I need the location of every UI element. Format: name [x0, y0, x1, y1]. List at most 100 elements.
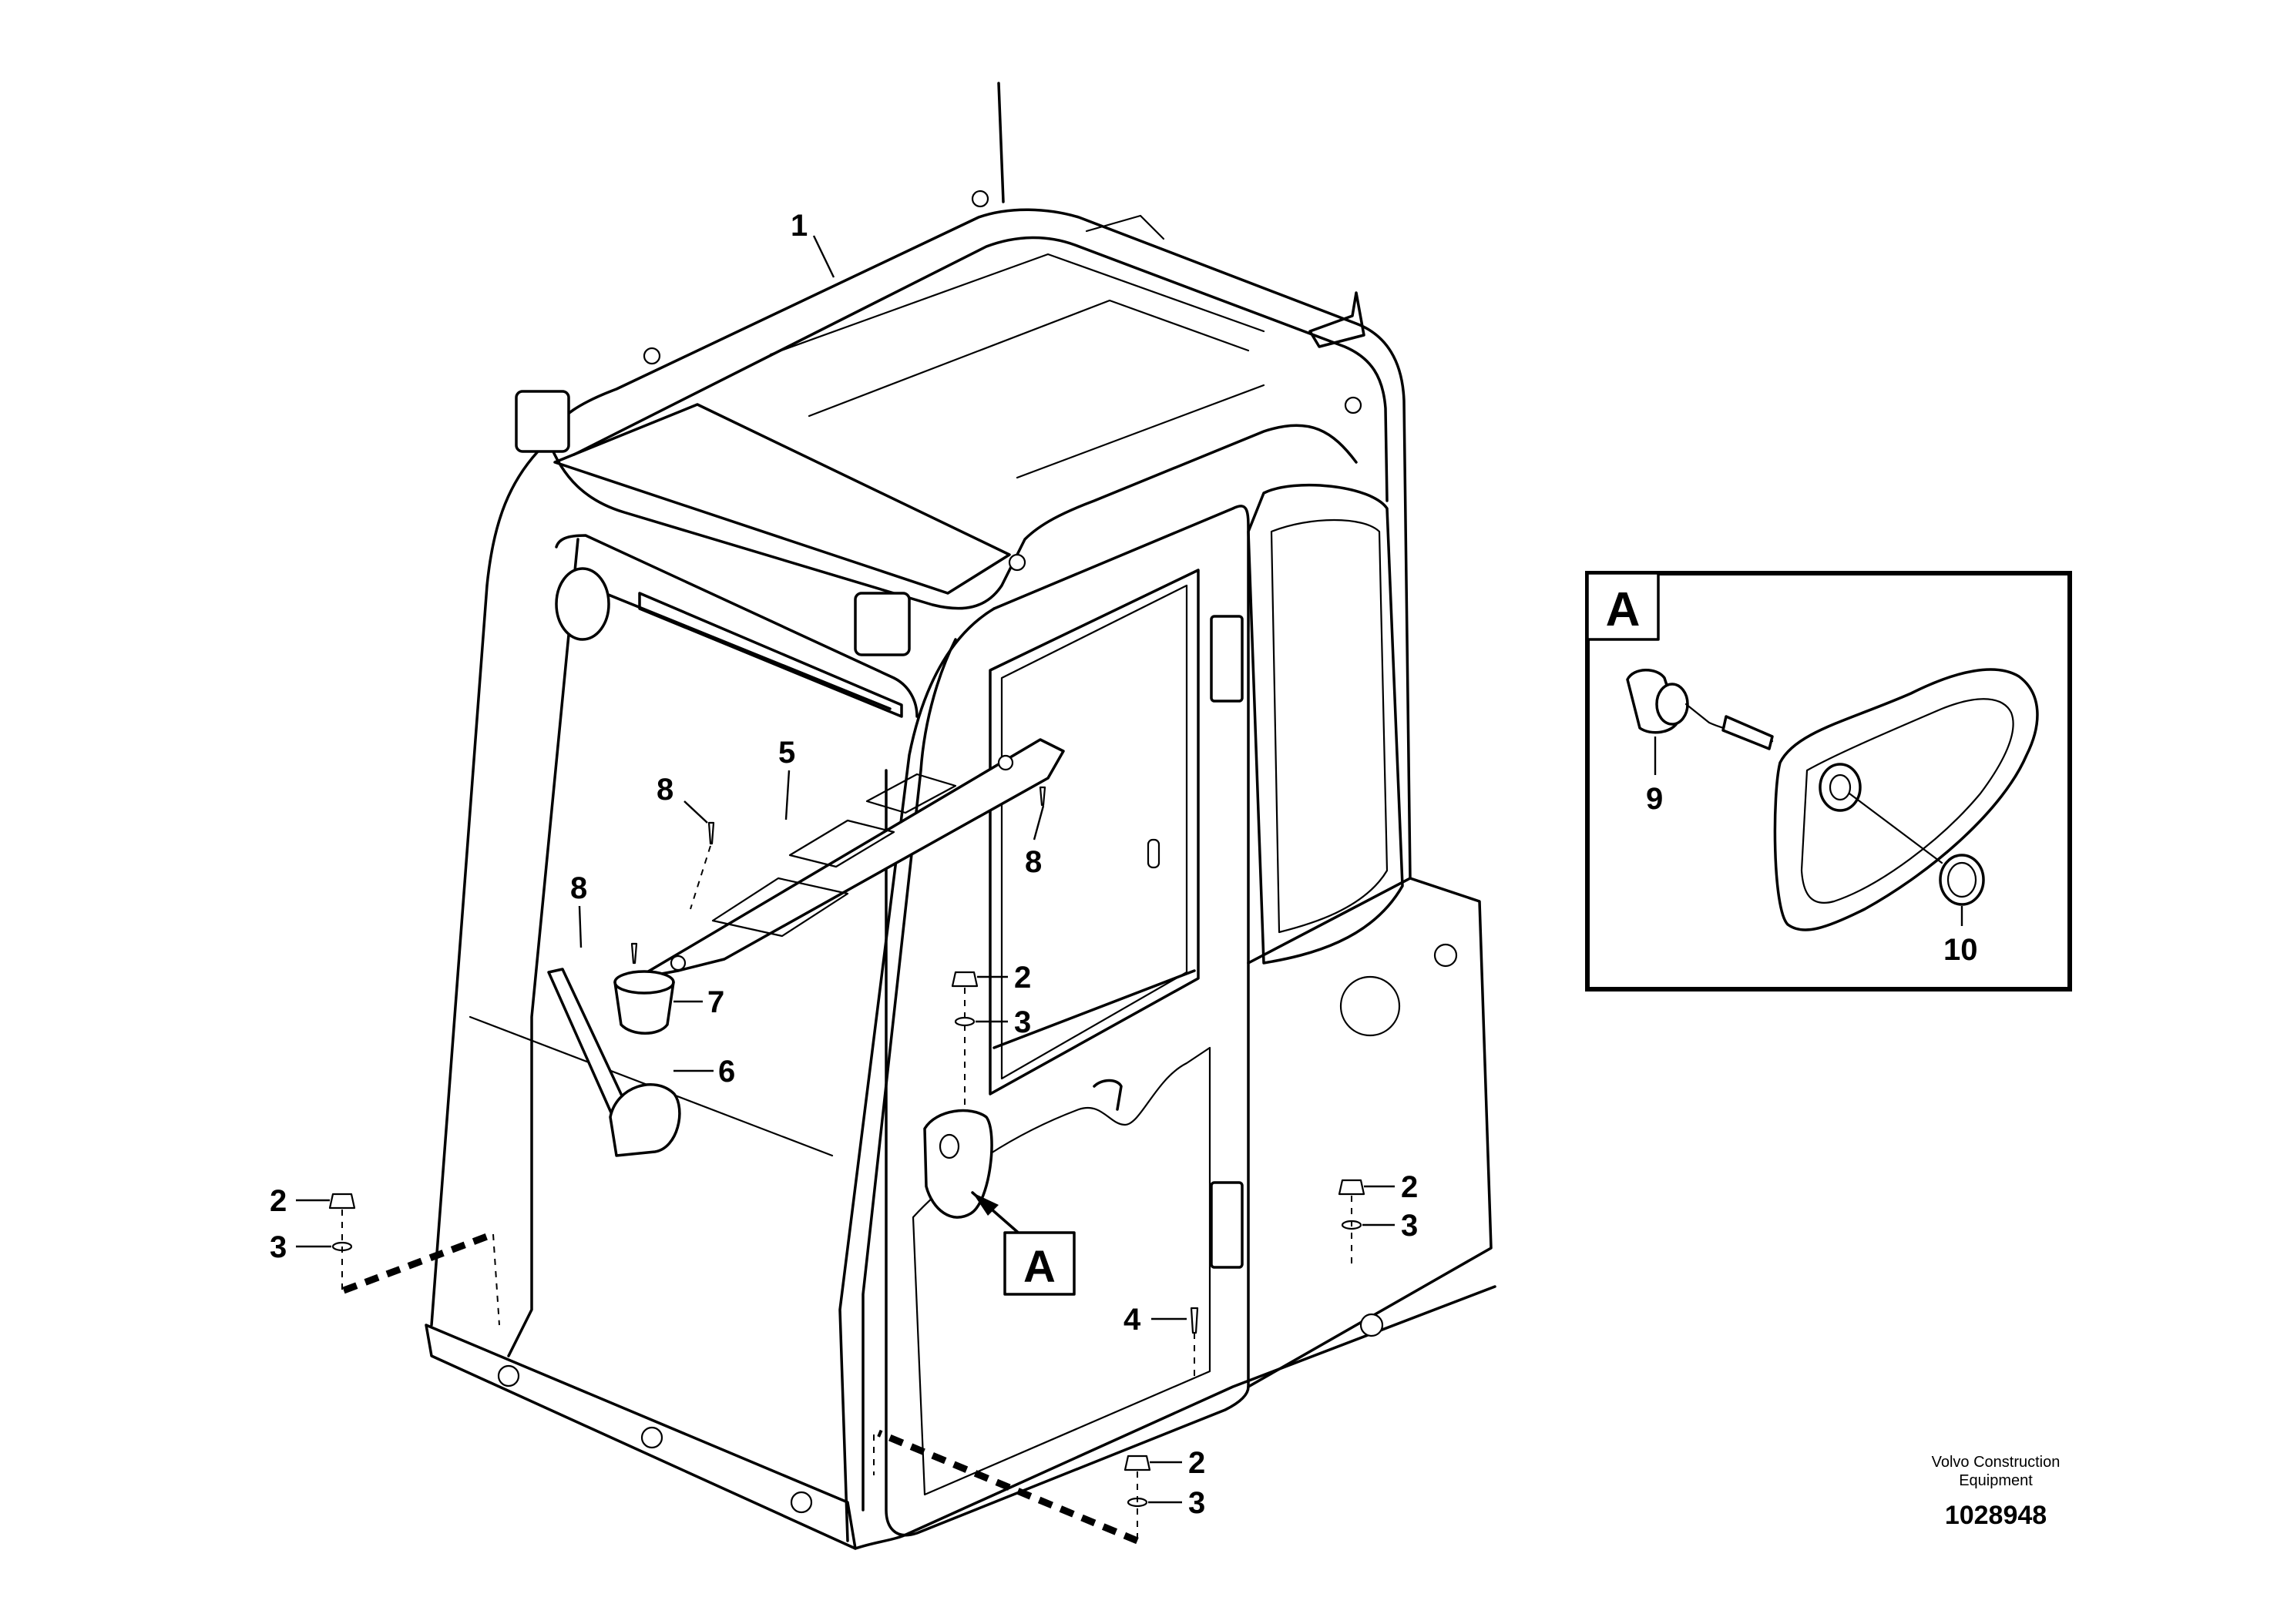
console-slot	[865, 773, 957, 814]
callout-5: 5	[778, 736, 795, 770]
door-socket-location	[923, 1109, 993, 1219]
callout-3a: 3	[270, 1230, 287, 1264]
detail-view-a: A 9 10	[1585, 571, 2072, 992]
callout-8c: 8	[570, 871, 587, 905]
overhead-console-part-5	[635, 738, 1065, 980]
callout-8c-leader	[578, 905, 583, 948]
front-right-pillar-inner	[862, 638, 957, 1512]
work-light-right	[854, 592, 911, 656]
door-socket-hole	[939, 1133, 960, 1159]
socket-face	[1655, 683, 1689, 726]
screw	[707, 821, 715, 845]
cab-foot	[497, 1364, 520, 1387]
door-window	[989, 569, 1200, 1096]
callout-8b-leader	[1033, 805, 1045, 841]
work-light-left	[515, 390, 570, 453]
console-slot	[788, 819, 895, 868]
detail-view-label: A	[1606, 583, 1641, 636]
drawing-number: 1028948	[1944, 1501, 2047, 1530]
callout-3c: 3	[1401, 1209, 1418, 1243]
roof-bracket	[1308, 291, 1365, 348]
callouts: 1 5 8 8 8 7 6 2 3 2 3 2 3 2	[270, 209, 1418, 1520]
console-slot	[711, 877, 849, 938]
front-left-pillar-inner	[507, 538, 579, 1357]
cup-holder-part-7	[613, 970, 675, 1035]
roof-front-edge	[547, 424, 1358, 610]
callout-8b: 8	[1025, 845, 1042, 879]
screw	[630, 942, 638, 965]
roof-panel-line	[769, 253, 1265, 356]
roof-panel-line	[1016, 384, 1265, 479]
nut	[1123, 1455, 1151, 1471]
cab-body	[425, 82, 1496, 1550]
callout-5-leader	[784, 770, 791, 820]
socket-part-9	[1626, 669, 1774, 750]
door-handle-bar	[992, 969, 1196, 1049]
door-outline	[885, 505, 1250, 1537]
company-line-1: Volvo Construction	[1931, 1454, 2061, 1471]
door-hinge-lower	[1210, 1181, 1244, 1269]
fastener-axis	[492, 1233, 500, 1326]
callout-2c: 2	[1401, 1170, 1418, 1204]
callout-9: 9	[1646, 782, 1663, 816]
nut	[328, 1193, 356, 1210]
cab-foot	[790, 1491, 813, 1514]
cup-holder-body	[613, 981, 675, 1035]
socket-bezel-inner	[1800, 698, 2014, 904]
roof-boss	[1344, 396, 1362, 414]
detail-a-pointer-label: A	[1023, 1242, 1056, 1292]
cab-foot	[640, 1426, 663, 1449]
door-socket-bezel	[923, 1109, 993, 1219]
callout-2a: 2	[270, 1184, 287, 1218]
side-rear-window-inner	[1270, 518, 1389, 934]
roof-boss	[1008, 553, 1026, 572]
front-wiper-arm	[584, 584, 892, 710]
rear-housing	[1247, 877, 1493, 1388]
front-frame-tube	[555, 534, 919, 718]
console-screw-hole	[670, 955, 687, 971]
callout-6: 6	[718, 1055, 735, 1089]
roof-boss	[643, 347, 661, 365]
fastener-axis	[690, 845, 711, 910]
front-right-pillar	[838, 607, 996, 1542]
callout-8a: 8	[657, 773, 673, 807]
console-screw-hole	[997, 754, 1014, 771]
callout-7: 7	[707, 985, 724, 1019]
callout-1-leader	[812, 235, 835, 278]
roof-top-surface	[573, 236, 1389, 502]
socket-bezel-plate	[1773, 668, 2039, 931]
detail-a-pointer: A	[971, 1191, 1076, 1296]
nut	[951, 971, 979, 988]
door-button	[1147, 838, 1160, 869]
callout-4: 4	[1123, 1303, 1141, 1337]
rear-cover-disc	[1339, 975, 1401, 1037]
washer	[954, 1016, 976, 1027]
roof-boss	[971, 190, 989, 208]
front-wiper-blade	[638, 592, 903, 718]
wiper-motor-cover	[555, 567, 610, 641]
door-hinge-upper	[1210, 615, 1244, 703]
socket-bezel-hole-inner	[1829, 773, 1852, 801]
cup-holder-top	[613, 970, 675, 995]
fasteners	[328, 786, 1365, 1545]
door-latch	[1093, 1079, 1123, 1111]
sun-visor	[553, 403, 1011, 595]
nut	[1338, 1179, 1365, 1196]
front-left-pillar	[430, 439, 550, 1327]
callout-2b: 2	[1014, 961, 1031, 995]
company-label: Volvo Construction Equipment	[1849, 1453, 2142, 1490]
screw	[1190, 1307, 1199, 1334]
callout-10: 10	[1943, 933, 1978, 967]
roof-panel-line	[808, 299, 1250, 418]
detail-a-pointer-box	[1003, 1231, 1076, 1296]
cab-base-front	[425, 1324, 857, 1550]
sealing-ring-inner	[1946, 861, 1977, 898]
cab-base-side	[854, 1285, 1496, 1550]
door-window-inner	[1000, 584, 1188, 1080]
detail-a-arrowhead	[972, 1193, 999, 1216]
callout-2d: 2	[1188, 1446, 1205, 1480]
screw	[1039, 786, 1046, 807]
mirror-head	[609, 1083, 681, 1157]
